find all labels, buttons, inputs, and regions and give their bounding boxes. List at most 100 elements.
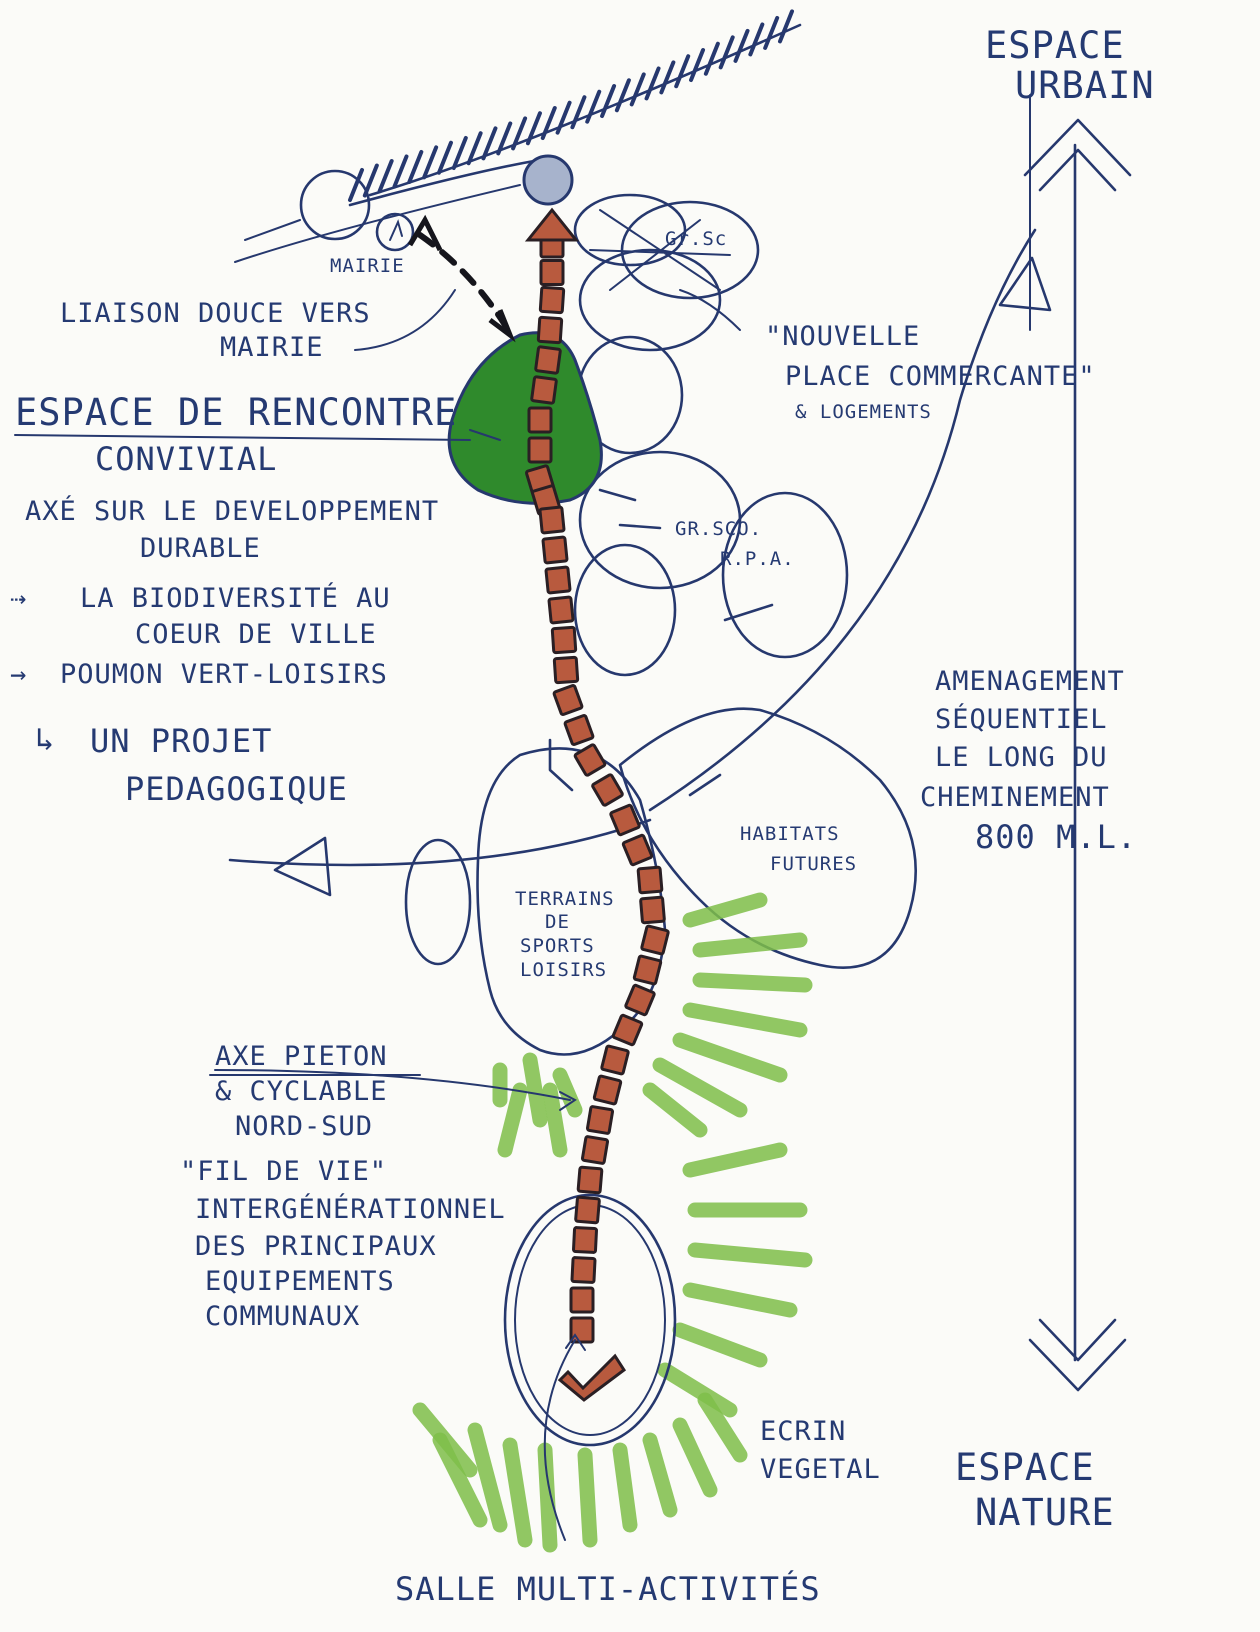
path-brick [582,1136,608,1163]
label-biodiversite: LA BIODIVERSITÉ AU [80,582,391,614]
path-brick [587,1106,613,1133]
path-brick [578,1167,602,1193]
label-vegetal: VEGETAL [760,1454,881,1485]
label-fil-de-vie: "FIL DE VIE" [180,1156,387,1187]
mairie-symbol [390,222,402,240]
label-projet: UN PROJET [90,722,272,760]
label-des-principaux: DES PRINCIPAUX [195,1231,437,1262]
gr-sc-cluster [575,195,758,350]
path-brick [594,1076,621,1105]
road-hatch-stroke [558,103,570,133]
path-brick [573,1227,596,1252]
road-hatching [350,11,800,205]
path-brick [601,1046,628,1075]
road-hatch-stroke [617,80,629,110]
road-hatch-stroke [736,31,748,61]
path-brick [529,408,551,432]
arrow [690,775,720,795]
vegetation-frond [690,1150,780,1170]
arrow-triangle [275,838,330,895]
road-hatch-stroke [587,92,599,122]
label-espace-nature-2: NATURE [975,1491,1115,1534]
path-brick [572,1257,595,1282]
label-durable: DURABLE [140,533,261,564]
road-hatch-stroke [691,50,703,80]
path-brick [638,867,662,893]
label-communaux: COMMUNAUX [205,1301,360,1332]
label-habitats: HABITATS [740,823,840,845]
north-south-path [526,233,669,1342]
label-poumon: POUMON VERT-LOISIRS [60,659,388,690]
road-line [245,220,300,240]
path-brick [634,956,661,985]
school-small-zone [575,545,675,675]
road-hatch-stroke [543,108,555,138]
road-hatch-stroke [409,152,421,182]
road-hatch-stroke [602,86,614,116]
vegetation-frond [665,1370,730,1410]
road-hatch-stroke [765,18,777,48]
axis-chevron-bottom [1030,1320,1125,1390]
label-coeur-ville: COEUR DE VILLE [135,619,377,650]
label-terrains: TERRAINS [515,888,615,910]
path-brick [554,657,578,682]
axis-chevron-top [1025,120,1130,190]
road-hatch-stroke [721,37,733,67]
label-cheminement: CHEMINEMENT [920,782,1110,813]
path-brick [574,744,605,776]
vegetation-frond [550,1090,560,1150]
mairie-marker [377,214,413,250]
path-brick [552,627,576,652]
path-start-arrow [528,210,576,240]
road-hatch-stroke [750,24,762,54]
road-hatch-stroke [394,157,406,187]
label-espace-rencontre: ESPACE DE RENCONTRE [15,391,457,434]
label-de: DE [545,911,570,933]
vegetation-frond [585,1455,590,1540]
vegetation-frond [620,1450,630,1525]
label-salle-multi-activites: SALLE MULTI-ACTIVITÉS [395,1570,821,1608]
path-brick [641,926,668,955]
path-brick [541,261,563,285]
path-end-arrow [560,1356,624,1400]
label-logements: & LOGEMENTS [795,401,932,423]
label-gr-sco: GR.SCO. [675,518,762,540]
road-hatch-stroke [528,113,540,143]
green-meeting-space [449,333,601,504]
label-futures: FUTURES [770,853,857,875]
small-west-zone [406,840,470,964]
label-espace-nature: ESPACE [955,1446,1095,1489]
vegetation-frond [690,1290,790,1310]
label-rpa: R.P.A. [720,548,795,570]
label-le-long-du: LE LONG DU [935,742,1108,773]
vegetation-frond [700,940,800,950]
path-brick [536,347,561,374]
road-hatch-stroke [780,11,792,41]
path-brick [529,438,551,462]
vegetation-frond [650,1090,700,1130]
label-liaison-mairie: MAIRIE [220,332,324,363]
label-biodiversite-arrow: ⇢ [10,583,27,614]
path-brick [623,835,653,866]
label-nord-sud: NORD-SUD [235,1111,373,1142]
vegetation-frond [530,1060,540,1120]
label-ecrin: ECRIN [760,1416,846,1447]
label-liaison-douce: LIAISON DOUCE VERS [60,298,371,329]
label-sports: SPORTS [520,935,595,957]
label-axe-pieton: AXE PIETON [215,1041,388,1072]
arrow-triangle [1000,258,1050,310]
vegetation-frond [700,980,805,985]
vegetation-frond [680,1040,780,1075]
path-brick [571,1288,593,1312]
label-convivial: CONVIVIAL [95,440,277,478]
label-mairie: MAIRIE [330,255,405,277]
vegetation-frond [680,1330,760,1360]
path-brick [613,1015,643,1046]
path-brick [540,287,564,312]
liaison-douce-arrow [420,235,505,325]
label-projet-arrow: ↳ [35,720,55,758]
road-hatch-stroke [661,62,673,92]
path-brick [543,537,567,563]
label-espace-urbain-2: URBAIN [1015,64,1155,107]
road-hatch-stroke [572,97,584,127]
